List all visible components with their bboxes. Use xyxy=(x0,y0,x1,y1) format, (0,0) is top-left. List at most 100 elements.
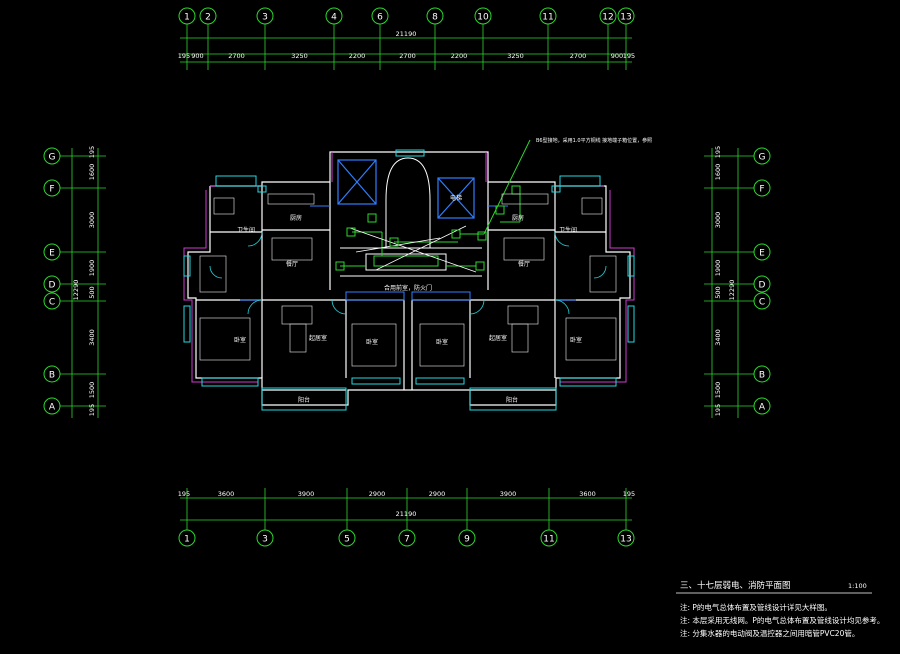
top-dim-value: 2700 xyxy=(399,52,416,60)
right-axis-bubble: A xyxy=(704,397,771,415)
top-axis-label: 6 xyxy=(377,13,383,23)
bottom-axis-label: 7 xyxy=(404,535,410,545)
top-dimension-chain xyxy=(180,37,632,63)
right-axis-bubble: B xyxy=(704,365,771,383)
right-axis-label: F xyxy=(759,185,764,195)
door-swings xyxy=(209,231,607,315)
right-total-dim: 12290 xyxy=(728,280,736,301)
left-axis-bubble: D xyxy=(43,275,106,293)
top-axis-label: 8 xyxy=(432,13,438,23)
top-dim-value: 195 xyxy=(178,52,190,60)
top-axis-bubble: 3 xyxy=(256,7,274,70)
bottom-axis-label: 1 xyxy=(184,535,190,545)
left-axis-label: C xyxy=(49,298,55,308)
bottom-axis-bubble: 3 xyxy=(256,488,274,547)
top-axis-bubble: 10 xyxy=(474,7,492,70)
living-left-label: 起居室 xyxy=(309,334,327,342)
right-axis-bubble: C xyxy=(704,292,771,310)
top-axis-bubble: 6 xyxy=(371,7,389,70)
left-axis-bubble: F xyxy=(43,179,106,197)
note-line-2: 注: 本层采用无线网。P的电气总体布置及管线设计均见参考。 xyxy=(680,615,884,625)
top-axis-label: 13 xyxy=(620,13,631,23)
top-axis-bubble: 2 xyxy=(199,7,217,70)
drawing-title: 三、十七层弱电、消防平面图 xyxy=(680,580,791,591)
right-dimension-chain xyxy=(711,148,739,418)
bottom-axis-bubble: 9 xyxy=(458,488,476,547)
top-dim-value: 900 xyxy=(191,52,203,60)
dining-left-label: 餐厅 xyxy=(286,260,298,268)
bottom-dim-value: 195 xyxy=(178,490,190,498)
balcony-left-label: 阳台 xyxy=(298,396,310,404)
balcony-right-label: 阳台 xyxy=(506,396,518,404)
top-dim-value: 900 xyxy=(611,52,623,60)
top-dim-value: 2200 xyxy=(451,52,468,60)
right-dim-value: 3000 xyxy=(714,212,722,229)
bottom-axis-bubble: 7 xyxy=(398,488,416,547)
bedroom-center-right-label: 卧室 xyxy=(436,338,448,346)
right-axis-label: G xyxy=(759,153,766,163)
dining-right-label: 餐厅 xyxy=(518,260,530,268)
white-wiring xyxy=(349,225,477,273)
left-axis-bubble: C xyxy=(43,292,106,310)
left-dim-value: 500 xyxy=(88,286,96,298)
left-axis-label: D xyxy=(49,281,56,291)
left-axis-bubble: G xyxy=(43,147,106,165)
right-dim-value: 500 xyxy=(714,286,722,298)
left-dim-value: 3400 xyxy=(88,329,96,346)
top-dim-value: 2200 xyxy=(349,52,366,60)
bottom-dimension-chain xyxy=(180,497,632,521)
right-dim-value: 3400 xyxy=(714,329,722,346)
left-dimension-chain xyxy=(71,148,99,418)
right-dim-value: 195 xyxy=(714,146,722,158)
drawing-scale: 1:100 xyxy=(848,582,867,590)
corridor-label: 合用前室，防火门 xyxy=(384,284,432,292)
top-total-dim: 21190 xyxy=(396,30,417,38)
bedroom-left-label: 卧室 xyxy=(234,336,246,344)
bottom-axis-bubble: 5 xyxy=(338,488,356,547)
bottom-dim-value: 3900 xyxy=(298,490,315,498)
top-axis-bubble: 4 xyxy=(325,7,343,70)
top-axis-bubble: 13 xyxy=(617,7,635,70)
bottom-axis-label: 13 xyxy=(620,535,631,545)
bedroom-center-left-label: 卧室 xyxy=(366,338,378,346)
right-axis-bubble: G xyxy=(704,147,771,165)
bottom-axis-bubble: 13 xyxy=(617,488,635,547)
left-axis-label: G xyxy=(49,153,56,163)
bottom-dim-value: 2900 xyxy=(429,490,446,498)
top-dim-value: 195 xyxy=(623,52,635,60)
top-dim-value: 2700 xyxy=(570,52,587,60)
device-boxes xyxy=(335,185,521,271)
top-dim-value: 3250 xyxy=(291,52,308,60)
top-axis-bubble: 1 xyxy=(178,7,196,70)
bottom-axis-label: 9 xyxy=(464,535,470,545)
bottom-axis-bubble: 1 xyxy=(178,488,196,547)
top-axis-label: 2 xyxy=(205,13,211,23)
right-axis-label: B xyxy=(759,371,765,381)
right-dim-value: 1600 xyxy=(714,164,722,181)
left-axis-label: E xyxy=(49,249,55,259)
top-axis-label: 1 xyxy=(184,13,190,23)
right-axis-label: D xyxy=(759,281,766,291)
left-dim-value: 3000 xyxy=(88,212,96,229)
left-dim-value: 1900 xyxy=(88,260,96,277)
left-axis-label: B xyxy=(49,371,55,381)
stair-arc xyxy=(385,157,431,201)
left-dim-value: 1600 xyxy=(88,164,96,181)
right-dim-value: 1900 xyxy=(714,260,722,277)
bottom-total-dim: 21190 xyxy=(396,510,417,518)
left-axis-bubble: E xyxy=(43,243,106,261)
kitchen-left-label: 厨房 xyxy=(290,214,302,222)
left-axis-bubble: B xyxy=(43,365,106,383)
top-axis-label: 4 xyxy=(331,13,337,23)
bottom-axis-label: 3 xyxy=(262,535,268,545)
room-labels: 厨房 厨房 卫生间 卫生间 餐厅 餐厅 起居室 起居室 卧室 卧室 卧室 卧室 … xyxy=(234,137,652,404)
corridor xyxy=(340,247,482,277)
bottom-dim-value: 195 xyxy=(623,490,635,498)
left-axis-label: F xyxy=(49,185,54,195)
left-axis-bubble: A xyxy=(43,397,106,415)
windows xyxy=(183,149,635,411)
bath-right-label: 卫生间 xyxy=(559,226,577,234)
living-right-label: 起居室 xyxy=(489,334,507,342)
elevator-core xyxy=(337,159,475,219)
